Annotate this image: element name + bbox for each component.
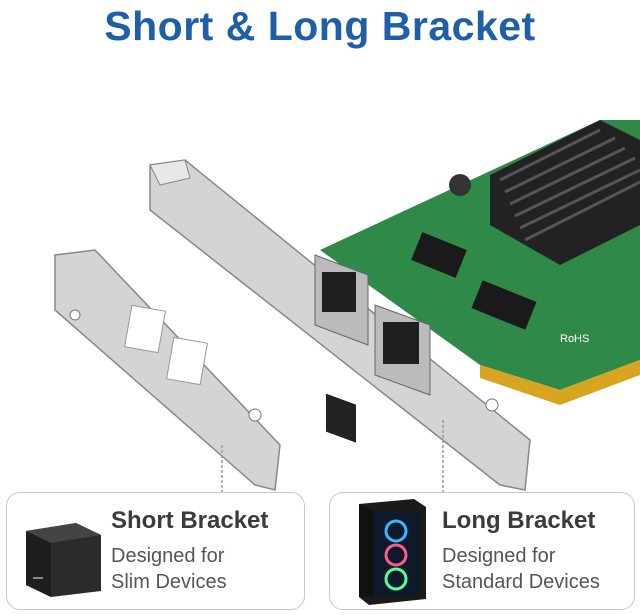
long-bracket-desc: Designed for Standard Devices — [442, 543, 600, 595]
port-1-opening — [322, 272, 356, 312]
long-bracket-desc-line1: Designed for — [442, 545, 556, 567]
short-bracket-desc-line2: Slim Devices — [111, 571, 227, 593]
chip-2 — [471, 280, 537, 330]
short-bracket-card: Short Bracket Designed for Slim Devices — [6, 492, 305, 610]
rohs-label: RoHS — [560, 333, 589, 345]
tower-pc-icon — [359, 499, 426, 605]
page-title: Short & Long Bracket — [104, 3, 536, 49]
pci-gold-contacts — [480, 360, 640, 405]
heatsink-screw — [449, 174, 471, 196]
network-card-product-image: RoHS — [54, 120, 640, 492]
mini-pc-cube-icon — [26, 523, 101, 597]
long-bracket-desc-line2: Standard Devices — [442, 571, 600, 593]
long-bracket-title: Long Bracket — [442, 507, 596, 534]
short-bracket — [54, 249, 281, 491]
chip-1 — [411, 232, 467, 278]
long-bracket — [149, 159, 531, 491]
short-bracket-desc: Designed for Slim Devices — [111, 543, 227, 595]
short-bracket-title: Short Bracket — [111, 507, 269, 534]
heatsink — [490, 120, 640, 265]
port-2-opening — [383, 322, 419, 364]
long-bracket-card: Long Bracket Designed for Standard Devic… — [329, 492, 635, 610]
short-bracket-desc-line1: Designed for — [111, 545, 225, 567]
